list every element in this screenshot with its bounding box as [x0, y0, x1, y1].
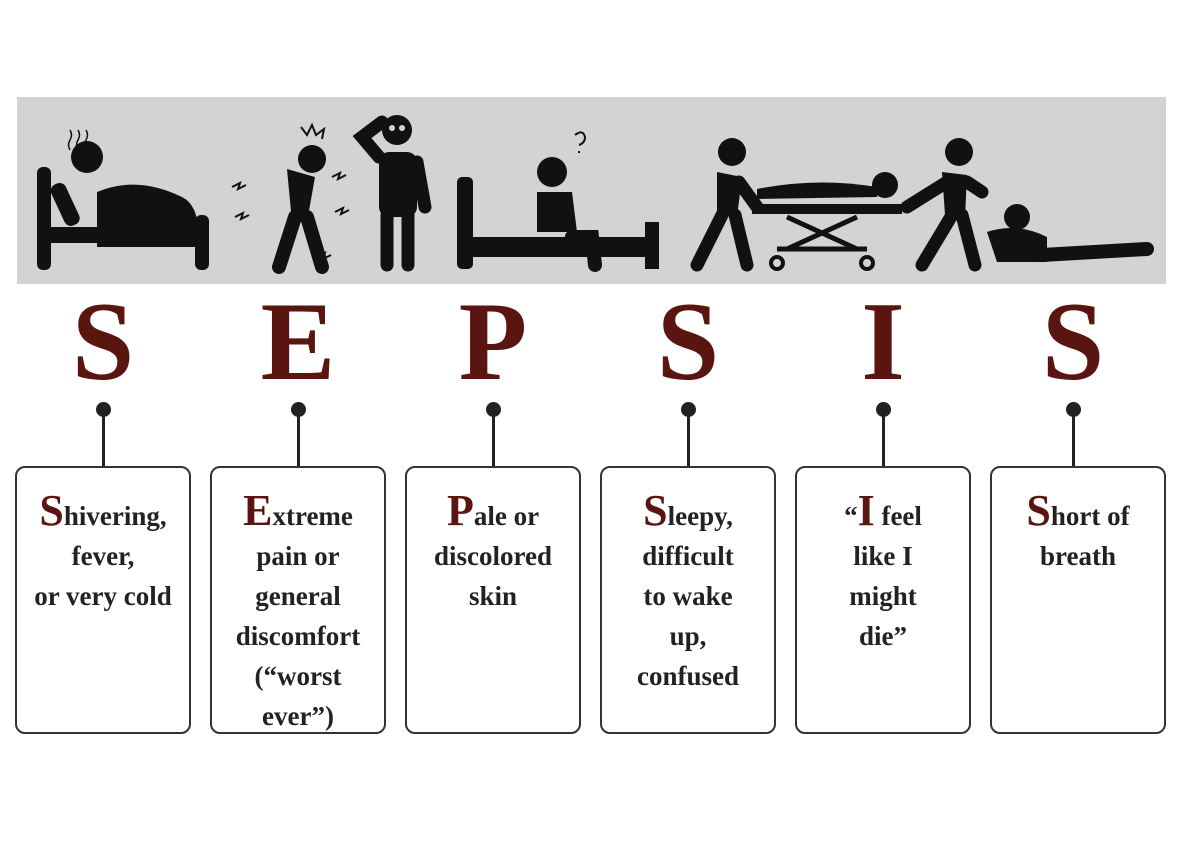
card-line: (“worst: [254, 661, 342, 691]
connector-line: [101, 412, 105, 468]
card-first-line: Extreme: [212, 489, 384, 536]
connector-dot: [485, 402, 501, 417]
card-line: ever”): [262, 701, 334, 731]
acronym-letter: P: [458, 280, 528, 404]
card-first-rest: hort of: [1050, 501, 1130, 531]
connector-dot: [290, 402, 306, 417]
connector-dot: [1065, 402, 1081, 417]
symptom-card: Short of breath: [990, 466, 1166, 734]
card-line: discomfort: [235, 621, 361, 651]
card-line: die”: [858, 621, 907, 651]
connector-line: [1071, 412, 1075, 468]
card-first-rest: feel: [874, 501, 922, 531]
card-first-rest: hivering,: [63, 501, 167, 531]
acronym-letter: S: [71, 280, 135, 404]
symptom-card: Sleepy, difficult to wake up, confused: [600, 466, 776, 734]
person-confused-sitting-on-bed-icon: [457, 131, 659, 272]
card-first-line: Shivering,: [17, 489, 189, 536]
person-pushing-stretcher-icon: [690, 138, 989, 272]
card-line: fever,: [71, 541, 135, 571]
acronym-letter: E: [260, 280, 336, 404]
connector-line: [296, 412, 300, 468]
connector-dot: [680, 402, 696, 417]
card-line: discolored: [433, 541, 552, 571]
symptom-card: Shivering, fever, or very cold: [15, 466, 191, 734]
card-line: difficult: [642, 541, 734, 571]
card-first-rest: xtreme: [272, 501, 353, 531]
card-initial: S: [643, 486, 668, 535]
card-first-rest: ale or: [473, 501, 540, 531]
card-line: up,: [669, 621, 707, 651]
acronym-letter: S: [656, 280, 720, 404]
card-line: breath: [1039, 541, 1116, 571]
card-first-line: Sleepy,: [602, 489, 774, 536]
card-initial: I: [857, 486, 875, 535]
card-first-line: Short of: [992, 489, 1164, 536]
card-initial: P: [446, 486, 474, 535]
pictogram-band: [17, 97, 1166, 284]
card-first-rest: leepy,: [667, 501, 733, 531]
card-line: general: [255, 581, 341, 611]
acronym-letter: S: [1041, 280, 1105, 404]
symptom-card: “I feel like I might die”: [795, 466, 971, 734]
card-line: pain or: [256, 541, 340, 571]
symptom-card: Pale or discolored skin: [405, 466, 581, 734]
connector-line: [686, 412, 690, 468]
card-line: to wake: [643, 581, 733, 611]
card-first-line: Pale or: [407, 489, 579, 536]
connector-dot: [875, 402, 891, 417]
connector-line: [881, 412, 885, 468]
card-line: or very cold: [34, 581, 172, 611]
card-first-line: “I feel: [797, 489, 969, 536]
person-in-bed-fever-icon: [37, 129, 209, 270]
card-initial: E: [243, 486, 273, 535]
card-line: like I: [853, 541, 913, 571]
card-initial: S: [1026, 486, 1051, 535]
person-collapsed-icon: [987, 204, 1154, 262]
quote-mark: “: [844, 501, 858, 531]
card-initial: S: [39, 486, 64, 535]
connector-line: [491, 412, 495, 468]
person-shocked-icon: [352, 115, 432, 272]
connector-dot: [95, 402, 111, 417]
card-line: skin: [468, 581, 518, 611]
person-in-pain-icon: [231, 122, 350, 274]
acronym-letter: I: [861, 280, 905, 404]
card-line: confused: [636, 661, 739, 691]
symptom-card: Extreme pain or general discomfort (“worst ev…: [210, 466, 386, 734]
card-line: might: [849, 581, 917, 611]
